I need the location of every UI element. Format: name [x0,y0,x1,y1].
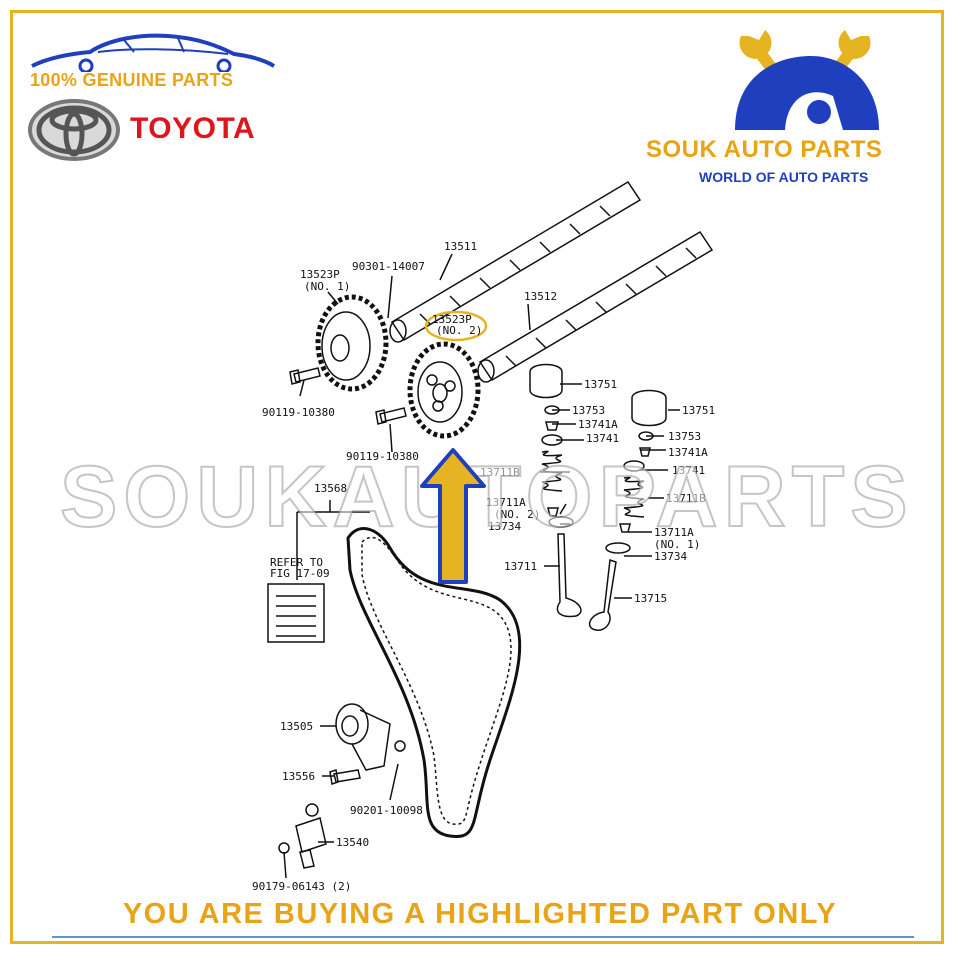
genuine-parts-tagline: 100% GENUINE PARTS [30,70,234,90]
label-13505: 13505 [280,720,313,733]
label-13512: 13512 [524,290,557,303]
seller-slogan: WORLD OF AUTO PARTS [699,169,869,185]
camshaft-13512 [477,230,714,383]
seller-name: SOUK AUTO PARTS [646,136,883,163]
label-13523p-no1: 13523P [300,268,340,281]
label-13711a-no1-note: (NO. 1) [654,538,700,551]
highlight-ring [424,310,488,342]
label-90201: 90201-10098 [350,804,423,817]
gear-bolt-no2 [375,407,407,425]
label-13751-b: 13751 [682,404,715,417]
timing-belt-13568 [346,527,522,838]
label-13711: 13711 [504,560,537,573]
label-13711a-no1: 13711A [654,526,694,539]
toyota-wordmark: TOYOTA [130,112,256,145]
label-90119-b: 90119-10380 [346,450,419,463]
camshaft-gear-no1 [315,294,389,392]
label-13734-a: 13734 [488,520,521,533]
label-13711a-no2-note: (NO. 2) [494,508,540,521]
camshaft-gear-no2 [407,341,481,439]
label-13523p-no2-note: (NO. 2) [436,324,482,337]
label-90119-a: 90119-10380 [262,406,335,419]
label-13711b-b: 13711B [666,492,706,505]
label-13751-a: 13751 [584,378,617,391]
label-refer-2: FIG 17-09 [270,567,330,580]
image-frame [10,10,944,944]
tensioner-spring-13540 [278,803,327,869]
label-13711b-a: 13711B [480,466,520,479]
car-logo-icon [31,33,276,72]
label-13741-a: 13741 [586,432,619,445]
label-13741a-a: 13741A [578,418,618,431]
label-13715: 13715 [634,592,667,605]
footer-notice: YOU ARE BUYING A HIGHLIGHTED PART ONLY [122,898,838,930]
label-13753-b: 13753 [668,430,701,443]
label-13753-a: 13753 [572,404,605,417]
label-13523p-no2: 13523P [432,313,472,326]
label-13741a-b: 13741A [668,446,708,459]
belt-tensioner-13505 [335,703,406,771]
label-90301: 90301-14007 [352,260,425,273]
refer-figure-box [267,583,325,643]
label-13741-b: 13741 [672,464,705,477]
label-13523p-no1-note: (NO. 1) [304,280,350,293]
camshaft-13511 [389,180,642,343]
gear-bolt-no1 [289,367,321,385]
wrench-dome-logo-icon [735,30,879,130]
footer-divider [52,936,914,938]
toyota-emblem-icon [28,99,120,161]
label-13511: 13511 [444,240,477,253]
label-13540: 13540 [336,836,369,849]
label-13734-b: 13734 [654,550,687,563]
tensioner-bolt-13556 [329,769,361,785]
label-refer-1: REFER TO [270,556,323,569]
label-13568: 13568 [314,482,347,495]
watermark-text: SOUKAUTOPARTS [59,448,914,546]
label-90179: 90179-06143 (2) [252,880,351,893]
highlight-arrow-icon [420,448,486,584]
label-13556: 13556 [282,770,315,783]
label-13711a-no2: 13711A [486,496,526,509]
